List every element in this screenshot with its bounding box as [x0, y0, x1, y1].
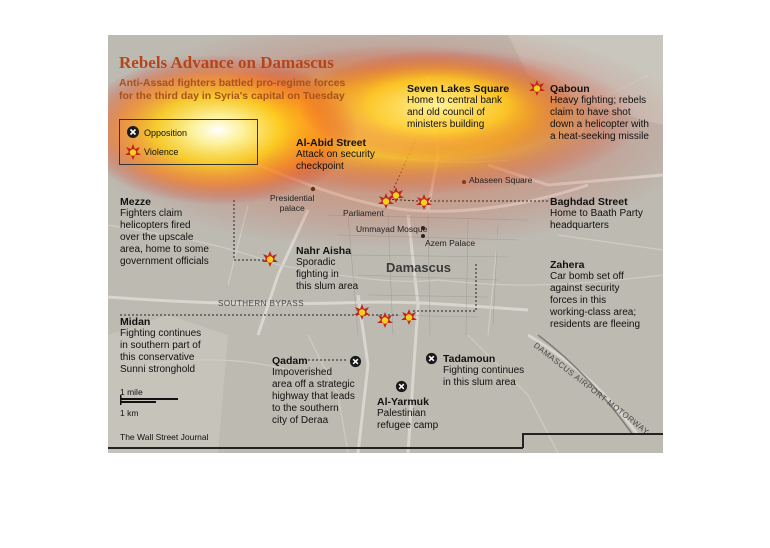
callout-qaboun: Qaboun Heavy fighting; rebels claim to h… — [550, 83, 649, 143]
opposition-icon — [127, 126, 139, 138]
place-azem-palace: Azem Palace — [425, 238, 476, 248]
callout-line: Car bomb set off — [550, 271, 624, 282]
violence-marker-baghdad — [416, 194, 432, 210]
opposition-marker-al-yarmuk — [395, 380, 408, 393]
callout-heading: Seven Lakes Square — [407, 83, 510, 95]
callout-heading: Baghdad Street — [550, 196, 628, 208]
place-presidential-line-2: palace — [279, 203, 305, 213]
opposition-marker-tadamoun — [425, 352, 438, 365]
place-presidential-line-1: Presidential — [270, 193, 315, 203]
scale-km-label: 1 km — [120, 408, 139, 418]
callout-heading: Qaboun — [550, 83, 590, 95]
frame-line-step — [522, 433, 524, 448]
callout-al-yarmuk: Al-Yarmuk Palestinian refugee camp — [377, 396, 438, 432]
callout-heading: Al-Yarmuk — [377, 396, 429, 408]
violence-marker-al-abid — [388, 187, 404, 203]
callout-zahera: Zahera Car bomb set off against security… — [550, 259, 640, 331]
map-title: Rebels Advance on Damascus — [119, 53, 334, 72]
callout-line: to the southern — [272, 403, 339, 414]
map-subtitle-line-2: for the third day in Syria's capital on … — [119, 90, 345, 102]
violence-marker-zahera — [401, 309, 417, 325]
callout-line: Impoverished — [272, 367, 333, 378]
frame-line-bottom — [108, 447, 523, 449]
callout-line: Sunni stronghold — [120, 364, 196, 375]
violence-marker-qaboun — [529, 80, 545, 96]
callout-line: this conservative — [120, 352, 195, 363]
callout-heading: Zahera — [550, 259, 585, 271]
violence-marker-nahr-aisha — [354, 304, 370, 320]
callout-line: residents are fleeing — [550, 319, 641, 330]
callout-line: ministers building — [407, 119, 485, 130]
place-abaseen-square: Abaseen Square — [469, 175, 533, 185]
credit: The Wall Street Journal — [120, 432, 209, 442]
callout-heading: Tadamoun — [443, 353, 496, 365]
scale-mile-label: 1 mile — [120, 387, 143, 397]
legend-violence-label: Violence — [144, 147, 179, 157]
callout-line: Attack on security — [296, 149, 375, 160]
callout-line: against security — [550, 283, 620, 294]
callout-line: highway that leads — [272, 391, 355, 402]
callout-baghdad-street: Baghdad Street Home to Baath Party headq… — [550, 196, 643, 232]
legend-opposition-label: Opposition — [144, 128, 188, 138]
callout-line: fighting in — [296, 269, 339, 280]
callout-line: Home to central bank — [407, 95, 503, 106]
callout-al-abid: Al-Abid Street Attack on security checkp… — [296, 137, 375, 173]
map-subtitle-line-1: Anti-Assad fighters battled pro-regime f… — [119, 77, 346, 89]
callout-line: in southern part of — [120, 340, 201, 351]
callout-line: this slum area — [296, 281, 359, 292]
callout-line: in this slum area — [443, 377, 516, 388]
callout-line: checkpoint — [296, 161, 344, 172]
callout-line: over the upscale — [120, 232, 194, 243]
legend: Opposition Violence — [119, 119, 258, 165]
city-label: Damascus — [386, 260, 452, 275]
callout-line: headquarters — [550, 220, 609, 231]
callout-line: and old council of — [407, 107, 485, 118]
callout-line: refugee camp — [377, 420, 439, 431]
callout-heading: Nahr Aisha — [296, 245, 352, 257]
callout-line: working-class area; — [550, 307, 637, 318]
callout-line: Fighting continues — [443, 365, 525, 376]
damascus-map: Rebels Advance on Damascus Anti-Assad fi… — [108, 35, 663, 453]
callout-line: a heat-seeking missile — [550, 131, 649, 142]
callout-tadamoun: Tadamoun Fighting continues in this slum… — [443, 353, 524, 389]
place-parliament: Parliament — [343, 208, 384, 218]
callout-midan: Midan Fighting continues in southern par… — [120, 316, 201, 376]
callout-line: area, home to some — [120, 244, 209, 255]
violence-marker-parliament — [378, 193, 394, 209]
callout-line: city of Deraa — [272, 415, 329, 426]
callout-line: Home to Baath Party — [550, 208, 643, 219]
callout-line: Sporadic — [296, 257, 336, 268]
callout-seven-lakes: Seven Lakes Square Home to central bank … — [407, 83, 509, 131]
callout-line: government officials — [120, 256, 209, 267]
opposition-marker-qadam — [349, 355, 362, 368]
violence-marker-mezze — [262, 251, 278, 267]
callout-line: helicopters fired — [120, 220, 191, 231]
callout-line: forces in this — [550, 295, 607, 306]
violence-marker-midan — [377, 312, 393, 328]
road-southern-bypass: SOUTHERN BYPASS — [218, 299, 305, 308]
callout-line: Palestinian — [377, 408, 426, 419]
callout-heading: Qadam — [272, 355, 308, 367]
callout-line: Fighting continues — [120, 328, 202, 339]
place-ummayad-mosque: Ummayad Mosque — [356, 224, 428, 234]
callout-heading: Midan — [120, 316, 151, 328]
violence-icon — [125, 144, 141, 160]
place-presidential-palace: Presidential palace — [270, 193, 314, 213]
callout-heading: Al-Abid Street — [296, 137, 367, 149]
callout-nahr-aisha: Nahr Aisha Sporadic fighting in this slu… — [296, 245, 358, 293]
callout-line: area off a strategic — [272, 379, 355, 390]
callout-line: Heavy fighting; rebels — [550, 95, 647, 106]
callout-mezze: Mezze Fighters claim helicopters fired o… — [120, 196, 209, 268]
frame-line-right — [522, 433, 663, 435]
callout-line: claim to have shot — [550, 107, 631, 118]
callout-qadam: Qadam Impoverished area off a strategic … — [272, 355, 355, 427]
callout-line: down a helicopter with — [550, 119, 649, 130]
callout-heading: Mezze — [120, 196, 151, 208]
callout-line: Fighters claim — [120, 208, 183, 219]
